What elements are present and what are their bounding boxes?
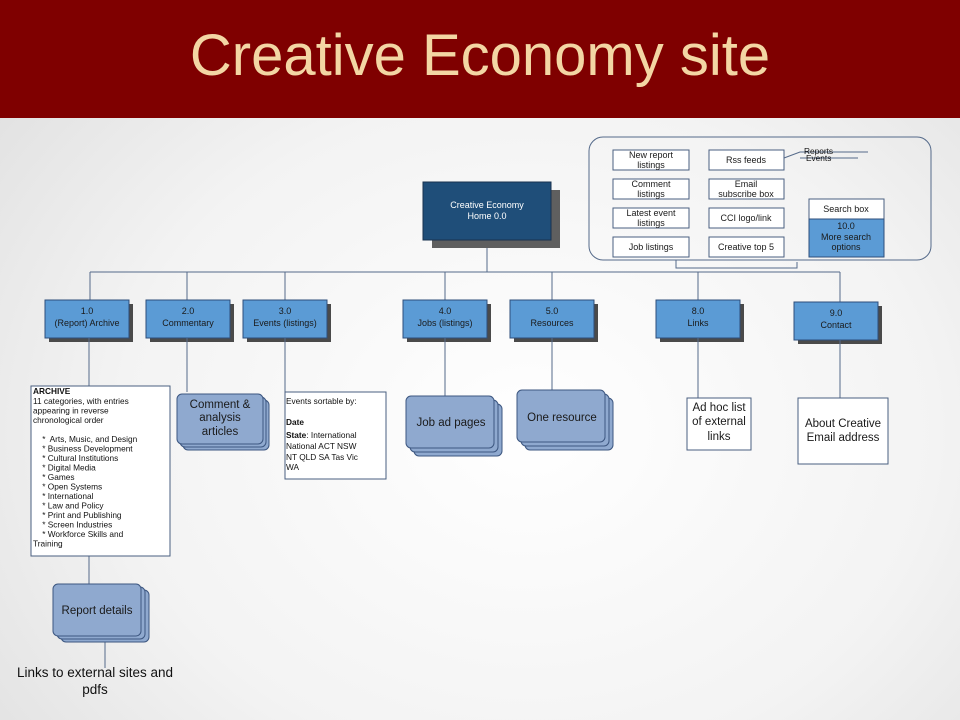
more-search-line2: options: [831, 242, 861, 252]
comment-stack: Comment & analysis articles: [176, 393, 270, 451]
events-state-line4: WA: [286, 462, 300, 472]
more-search-line1: More search: [821, 232, 871, 242]
section-node-1.0: [44, 299, 130, 339]
archive-line: * Business Development: [33, 444, 133, 454]
home-line1: Creative Economy: [450, 200, 524, 210]
section-node-4.0: [402, 299, 488, 339]
archive-heading: ARCHIVE: [33, 386, 71, 396]
jobs-label: Job ad pages: [416, 417, 485, 429]
section-num: 3.0: [279, 306, 292, 316]
panel-left-text: New report: [629, 150, 674, 160]
archive-line: appearing in reverse: [33, 406, 109, 416]
section-num: 9.0: [830, 308, 843, 318]
events-state-line2: National ACT NSW: [286, 441, 357, 451]
panel-box-left-2: [612, 207, 690, 229]
events-note: [284, 391, 387, 480]
section-label: Resources: [530, 318, 574, 328]
panel-left-text: listings: [637, 189, 665, 199]
report-stack: Report details: [52, 583, 150, 643]
archive-line: * Digital Media: [33, 463, 96, 473]
report-label: Report details: [62, 605, 133, 617]
section-num: 2.0: [182, 306, 195, 316]
comment-line1: Comment &: [190, 399, 251, 411]
section-label: Jobs (listings): [417, 318, 472, 328]
panel-right-text: Creative top 5: [718, 242, 774, 252]
panel-left-text: Latest event: [626, 208, 676, 218]
panel-box-right-1: [708, 178, 785, 200]
section-label: Contact: [820, 320, 852, 330]
archive-line: * Print and Publishing: [33, 510, 122, 520]
links-line2: of external: [692, 416, 746, 428]
panel-left-text: Job listings: [629, 242, 674, 252]
panel-left-text: Comment: [631, 179, 671, 189]
section-num: 4.0: [439, 306, 452, 316]
home-line2: Home 0.0: [467, 211, 506, 221]
section-node-5.0: [509, 299, 595, 339]
section-num: 1.0: [81, 306, 94, 316]
events-state: State: International: [286, 430, 357, 440]
home-node: [422, 181, 552, 241]
archive-line: Training: [33, 539, 63, 549]
archive-line: * Games: [33, 472, 75, 482]
panel-box-left-1: [612, 178, 690, 200]
resource-label: One resource: [527, 412, 597, 424]
panel-box-right-3: [708, 236, 785, 258]
links-line3: links: [707, 431, 730, 443]
more-search-box: [808, 218, 885, 258]
panel-right-text: Email: [735, 179, 758, 189]
jobs-stack: Job ad pages: [405, 395, 503, 457]
archive-line: * Screen Industries: [33, 520, 112, 530]
events-state-line3: NT QLD SA Tas Vic: [286, 452, 358, 462]
contact-line2: Email address: [807, 432, 880, 444]
section-node-9.0: [793, 301, 879, 341]
section-node-2.0: [145, 299, 231, 339]
events-line: Events sortable by:: [286, 396, 357, 406]
more-search-num: 10.0: [837, 221, 855, 231]
header-panel: [588, 136, 932, 261]
contact-box: [797, 397, 889, 465]
contact-line1: About Creative: [805, 418, 881, 430]
panel-box-left-0: [612, 149, 690, 171]
archive-line: * Cultural Institutions: [33, 453, 118, 463]
panel-box-left-3: [612, 236, 690, 258]
footer-note-line1: Links to external sites and: [17, 665, 173, 680]
panel-right-text: subscribe box: [718, 189, 774, 199]
archive-line: 11 categories, with entries: [33, 396, 129, 406]
search-box-label: Search box: [823, 204, 869, 214]
resource-stack: One resource: [516, 389, 614, 451]
panel-left-text: listings: [637, 218, 665, 228]
archive-line: * Open Systems: [33, 482, 102, 492]
panel-right-text: Rss feeds: [726, 155, 767, 165]
archive-line: * Workforce Skills and: [33, 529, 124, 539]
panel-box-right-2: [708, 207, 785, 229]
links-line1: Ad hoc list: [692, 402, 746, 414]
links-box: [686, 397, 752, 451]
panel-left-text: listings: [637, 160, 665, 170]
archive-line: * Law and Policy: [33, 501, 104, 511]
archive-line: * Arts, Music, and Design: [33, 434, 138, 444]
archive-note: [30, 385, 171, 557]
rss-child-events: Events: [806, 153, 831, 163]
comment-line3: articles: [202, 426, 239, 438]
panel-box-right-0: [708, 149, 785, 171]
section-label: Links: [687, 318, 709, 328]
title-bar: [0, 0, 960, 118]
section-num: 8.0: [692, 306, 705, 316]
comment-line2: analysis: [199, 412, 241, 424]
section-node-8.0: [655, 299, 741, 339]
archive-line: * International: [33, 491, 94, 501]
events-line: Date: [286, 417, 304, 427]
section-label: Events (listings): [253, 318, 317, 328]
page-title: Creative Economy site: [189, 23, 771, 88]
section-label: (Report) Archive: [54, 318, 119, 328]
section-num: 5.0: [546, 306, 559, 316]
rss-child-reports: Reports: [804, 146, 833, 156]
archive-line: chronological order: [33, 415, 104, 425]
section-label: Commentary: [162, 318, 214, 328]
panel-right-text: CCI logo/link: [720, 213, 772, 223]
footer-note-line2: pdfs: [82, 682, 108, 697]
